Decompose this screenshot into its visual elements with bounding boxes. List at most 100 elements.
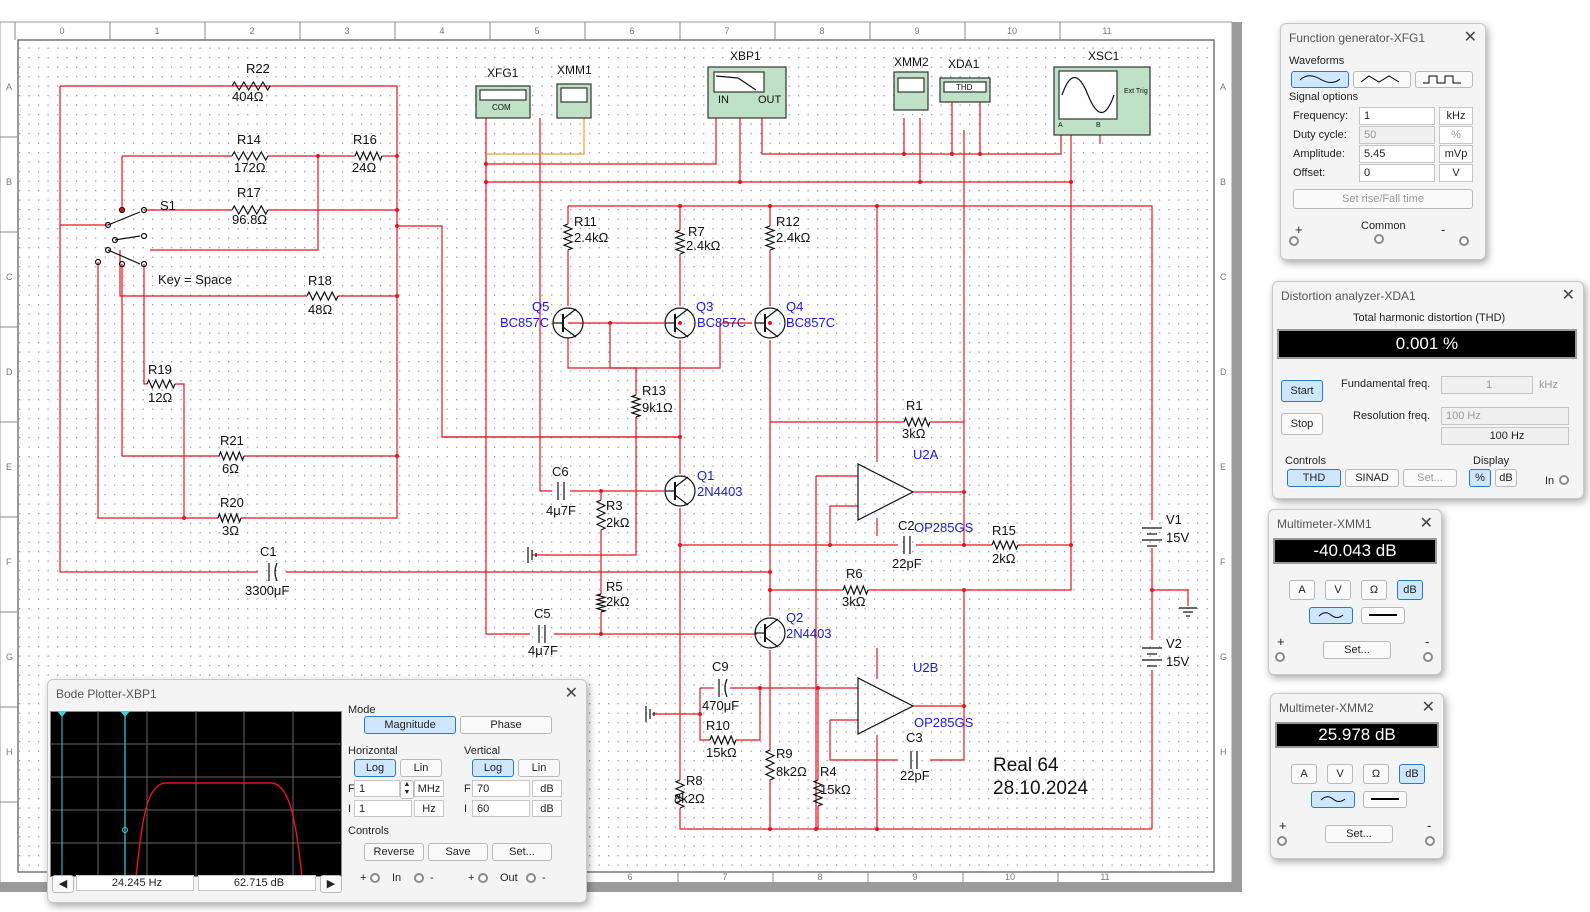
magnitude-button[interactable]: Magnitude xyxy=(364,716,456,734)
vertical-initial-input[interactable]: 60 xyxy=(472,800,530,817)
wire[interactable] xyxy=(610,323,721,369)
plus-terminal[interactable] xyxy=(1275,652,1285,662)
v2-battery[interactable] xyxy=(1142,647,1162,667)
close-icon[interactable]: ✕ xyxy=(1421,699,1435,716)
wire[interactable] xyxy=(761,118,1062,155)
wire[interactable] xyxy=(97,262,184,519)
frequency-unit[interactable]: kHz xyxy=(1439,107,1473,125)
wire[interactable] xyxy=(59,225,258,573)
q2-transistor[interactable] xyxy=(754,617,786,649)
in-minus-terminal[interactable] xyxy=(414,873,424,883)
r16-resistor[interactable] xyxy=(354,150,383,162)
vertical-final-input[interactable]: 70 xyxy=(472,780,530,797)
dc-button[interactable] xyxy=(1363,791,1407,808)
common-terminal[interactable] xyxy=(1374,234,1384,244)
stop-button[interactable]: Stop xyxy=(1281,413,1323,435)
r14-resistor[interactable] xyxy=(231,150,269,162)
r13-resistor[interactable] xyxy=(630,394,642,418)
voltmeter-button[interactable]: V xyxy=(1327,764,1353,784)
cursor-right-button[interactable]: ▶ xyxy=(320,875,342,893)
wire[interactable] xyxy=(699,688,710,741)
r20-resistor[interactable] xyxy=(217,512,242,524)
resolution-freq-select[interactable]: 100 Hz xyxy=(1441,407,1569,425)
wire[interactable] xyxy=(736,688,761,741)
c6-capacitor[interactable] xyxy=(557,482,565,500)
r15-resistor[interactable] xyxy=(991,539,1019,551)
ammeter-button[interactable]: A xyxy=(1291,764,1317,784)
save-button[interactable]: Save xyxy=(428,843,488,861)
set-rise-fall-button[interactable]: Set rise/Fall time xyxy=(1293,189,1473,209)
ohmmeter-button[interactable]: Ω xyxy=(1361,580,1387,600)
db-button[interactable]: dB xyxy=(1495,469,1517,487)
r8-resistor[interactable] xyxy=(674,779,686,809)
dc-button[interactable] xyxy=(1361,607,1405,624)
start-button[interactable]: Start xyxy=(1281,380,1323,402)
r7-resistor[interactable] xyxy=(674,229,686,255)
phase-button[interactable]: Phase xyxy=(460,716,552,734)
horizontal-log-button[interactable]: Log xyxy=(354,759,396,777)
amplitude-input[interactable]: 5.45 xyxy=(1359,145,1435,163)
minus-terminal[interactable] xyxy=(1459,236,1469,246)
wire[interactable] xyxy=(829,720,898,761)
c9-capacitor[interactable] xyxy=(718,678,728,698)
close-icon[interactable]: ✕ xyxy=(564,685,578,702)
thd-button[interactable]: THD xyxy=(1287,469,1341,487)
reverse-button[interactable]: Reverse xyxy=(364,843,424,861)
vertical-initial-unit[interactable]: dB xyxy=(532,800,562,817)
wire[interactable] xyxy=(150,156,319,251)
horizontal-initial-input[interactable]: 1 xyxy=(354,800,412,817)
duty-cycle-input[interactable]: 50 xyxy=(1359,126,1435,144)
sinad-button[interactable]: SINAD xyxy=(1345,469,1399,487)
ohmmeter-button[interactable]: Ω xyxy=(1363,764,1389,784)
offset-input[interactable]: 0 xyxy=(1359,164,1435,182)
offset-unit[interactable]: V xyxy=(1439,164,1473,182)
close-icon[interactable]: ✕ xyxy=(1561,287,1575,304)
c2-capacitor[interactable] xyxy=(903,536,911,554)
horizontal-lin-button[interactable]: Lin xyxy=(400,759,442,777)
wire[interactable] xyxy=(679,808,1152,830)
r3-resistor[interactable] xyxy=(595,499,607,531)
horizontal-initial-unit[interactable]: Hz xyxy=(414,800,444,817)
c3-capacitor[interactable] xyxy=(910,751,918,769)
close-icon[interactable]: ✕ xyxy=(1419,515,1433,532)
wire[interactable] xyxy=(121,264,219,457)
close-icon[interactable]: ✕ xyxy=(1463,29,1477,46)
horizontal-final-input[interactable]: 1 xyxy=(354,780,400,797)
q3-transistor[interactable] xyxy=(664,307,696,339)
fundamental-freq-input[interactable]: 1 xyxy=(1441,376,1533,394)
ac-button[interactable] xyxy=(1309,607,1353,624)
plus-terminal[interactable] xyxy=(1289,236,1299,246)
r21-resistor[interactable] xyxy=(218,450,245,462)
set-button[interactable]: Set... xyxy=(1325,825,1393,843)
voltmeter-button[interactable]: V xyxy=(1325,580,1351,600)
db-button[interactable]: dB xyxy=(1397,580,1423,600)
q4-transistor[interactable] xyxy=(754,307,786,339)
c1-capacitor[interactable] xyxy=(268,562,278,582)
triangle-wave-button[interactable] xyxy=(1353,71,1411,88)
u2b-opamp[interactable] xyxy=(857,677,915,735)
r10-resistor[interactable] xyxy=(709,734,737,746)
wire[interactable] xyxy=(868,130,1072,591)
out-plus-terminal[interactable] xyxy=(478,873,488,883)
cursor-left-button[interactable]: ◀ xyxy=(52,875,74,893)
c5-capacitor[interactable] xyxy=(538,625,546,643)
sine-wave-button[interactable] xyxy=(1291,71,1349,88)
amplitude-unit[interactable]: mVp xyxy=(1439,145,1473,163)
r11-resistor[interactable] xyxy=(562,223,574,251)
horizontal-final-unit[interactable]: MHz xyxy=(414,780,444,797)
r9-resistor[interactable] xyxy=(764,749,776,781)
out-minus-terminal[interactable] xyxy=(526,873,536,883)
r22-resistor[interactable] xyxy=(231,80,271,92)
multimeter-xmm2-panel[interactable]: Multimeter-XMM2 ✕ 25.978 dB A V Ω dB + S… xyxy=(1270,693,1444,859)
multimeter-xmm1-panel[interactable]: Multimeter-XMM1 ✕ -40.043 dB A V Ω dB + … xyxy=(1268,509,1442,675)
plus-terminal[interactable] xyxy=(1277,836,1287,846)
distortion-analyzer-panel[interactable]: Distortion analyzer-XDA1 ✕ Total harmoni… xyxy=(1272,281,1584,499)
wire[interactable] xyxy=(532,417,637,556)
vertical-final-unit[interactable]: dB xyxy=(532,780,562,797)
minus-terminal[interactable] xyxy=(1423,652,1433,662)
minus-terminal[interactable] xyxy=(1425,836,1435,846)
function-generator-panel[interactable]: Function generator-XFG1 ✕ Waveforms Sign… xyxy=(1280,23,1486,260)
set-button[interactable]: Set... xyxy=(492,843,552,861)
ammeter-button[interactable]: A xyxy=(1289,580,1315,600)
